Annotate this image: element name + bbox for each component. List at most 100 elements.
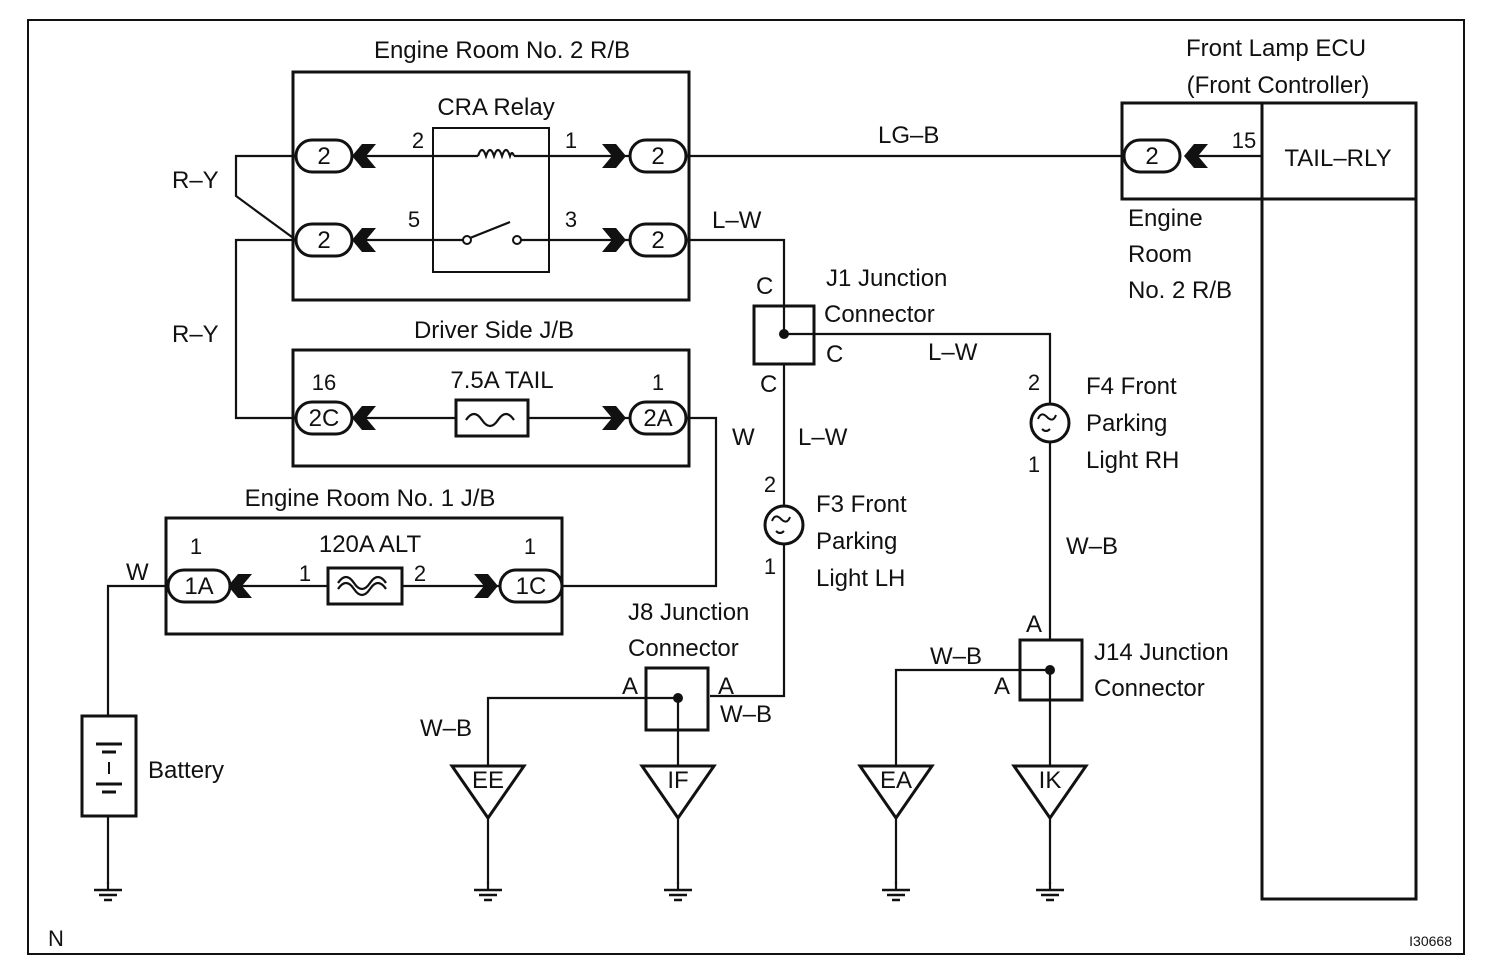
ecu-body	[1260, 101, 1418, 901]
bulb-icon	[763, 504, 805, 546]
f4-title-line3: Light RH	[1086, 447, 1179, 474]
ground-label: EA	[880, 767, 912, 794]
fuse-icon	[465, 412, 515, 428]
ground-label: IF	[667, 767, 688, 794]
relay-pin-5: 5	[408, 207, 420, 232]
switch-arm-icon	[469, 220, 511, 240]
ground-point-ea: EA	[857, 764, 935, 902]
wire-label-lgb: LG–B	[878, 122, 939, 149]
fuse-box	[326, 566, 404, 606]
connector-oval	[294, 400, 354, 436]
switch-contact-icon	[512, 235, 522, 245]
j8-a-left: A	[622, 673, 638, 700]
ecu-terminal: TAIL–RLY	[1284, 145, 1391, 172]
cra-relay-title: CRA Relay	[437, 94, 554, 121]
er2-rb-title: Engine Room No. 2 R/B	[374, 37, 630, 64]
f3-title-line3: Light LH	[816, 565, 905, 592]
pin-label: 1	[524, 534, 536, 559]
wire-lw	[686, 238, 786, 306]
j14-a-top: A	[1026, 611, 1042, 638]
splice-dot	[1045, 665, 1055, 675]
f3-title-line1: F3 Front	[816, 491, 907, 518]
wire-wb	[710, 544, 786, 698]
driver-jb-title: Driver Side J/B	[414, 317, 574, 344]
wire-label-wb-f4: W–B	[1066, 533, 1118, 560]
f4-front-parking-light-rh: 2 1 F4 Front Parking Light RH	[1028, 370, 1180, 477]
ground-icon	[662, 880, 694, 902]
connector-label: 1C	[516, 573, 547, 600]
pin-label: 1	[652, 370, 664, 395]
f3-front-parking-light-lh: 2 1 F3 Front Parking Light LH	[763, 472, 907, 592]
ground-label: IK	[1039, 767, 1062, 794]
f4-title-line2: Parking	[1086, 410, 1167, 437]
j1-title-line1: J1 Junction	[826, 265, 947, 292]
pin-label: 2	[764, 472, 776, 497]
er1-jb-box	[164, 516, 564, 636]
wire-ry	[234, 154, 297, 241]
connector-oval	[498, 568, 564, 604]
wire-w	[106, 584, 168, 716]
wire-label-wb-j14: W–B	[930, 643, 982, 670]
wire-w	[562, 416, 718, 588]
splice-dot	[673, 693, 683, 703]
diagram-frame	[27, 19, 1465, 955]
diagram-code: I30668	[1409, 933, 1452, 949]
pin-label: 2	[1028, 370, 1040, 395]
connector-label: 2	[317, 227, 330, 254]
wire-label-lw-j1: L–W	[928, 339, 978, 366]
j1-title-line2: Connector	[824, 301, 935, 328]
fuse-label: 7.5A TAIL	[450, 367, 553, 394]
ecu-title-line2: (Front Controller)	[1187, 72, 1370, 99]
ground-label: EE	[472, 767, 504, 794]
j14-a-left: A	[994, 673, 1010, 700]
pin-label: 1	[764, 554, 776, 579]
j1-c-top: C	[756, 273, 773, 300]
pin-label: 16	[312, 370, 336, 395]
pin-label: 1	[190, 534, 202, 559]
connector-oval	[1122, 138, 1182, 174]
relay-pin-2: 2	[412, 128, 424, 153]
wire-ry	[234, 238, 296, 420]
driver-jb-box	[291, 348, 691, 468]
er2-rb-box	[291, 70, 691, 302]
j1-junction-connector: C C C J1 Junction Connector L–W	[752, 265, 1052, 404]
er1-jb-title: Engine Room No. 1 J/B	[245, 485, 496, 512]
pin-label: 1	[1028, 452, 1040, 477]
j1-c-right: C	[826, 341, 843, 368]
ground-icon	[1034, 880, 1066, 902]
fuse-box	[454, 398, 530, 438]
j14-title-line1: J14 Junction	[1094, 639, 1229, 666]
wire-label-wb-j8-left: W–B	[420, 715, 472, 742]
ecu-rb-line1: Engine	[1128, 205, 1203, 232]
connector-label: 2A	[643, 405, 672, 432]
driver-side-junction-block: Driver Side J/B 7.5A TAIL 16 1 2C 2A	[291, 317, 691, 468]
ground-icon	[880, 880, 912, 902]
cra-relay-box	[432, 127, 550, 273]
ground-point-ik: IK	[1011, 764, 1089, 902]
j1-c-bottom: C	[760, 371, 777, 398]
ground-point-if: IF	[639, 764, 717, 902]
relay-pin-3: 3	[565, 207, 577, 232]
wire-label-w-battery: W	[126, 559, 149, 586]
ground-icon	[92, 880, 124, 902]
connector-label: 2	[651, 143, 664, 170]
connector-label: 1A	[184, 573, 213, 600]
corner-label: N	[48, 926, 64, 951]
wire-label-lw-top: L–W	[712, 207, 762, 234]
connector-label: 2	[651, 227, 664, 254]
ground-icon	[472, 880, 504, 902]
engine-room-1-junction-block: Engine Room No. 1 J/B 120A ALT 1 2 1 1 1…	[164, 485, 564, 636]
ecu-title-line1: Front Lamp ECU	[1186, 35, 1366, 62]
wire-label-ry-mid: R–Y	[172, 321, 219, 348]
fuse-label: 120A ALT	[319, 531, 422, 558]
f3-title-line2: Parking	[816, 528, 897, 555]
ecu-rb-line3: No. 2 R/B	[1128, 277, 1232, 304]
pin-label: 2	[414, 561, 426, 586]
wire-label-ry-top: R–Y	[172, 167, 219, 194]
connector-label: 2	[317, 143, 330, 170]
ecu-pin: 15	[1232, 128, 1256, 153]
wire-label-wb-j8-right: W–B	[720, 701, 772, 728]
relay-coil-icon	[476, 148, 516, 160]
front-lamp-ecu: Front Lamp ECU (Front Controller) TAIL–R…	[1120, 35, 1418, 901]
